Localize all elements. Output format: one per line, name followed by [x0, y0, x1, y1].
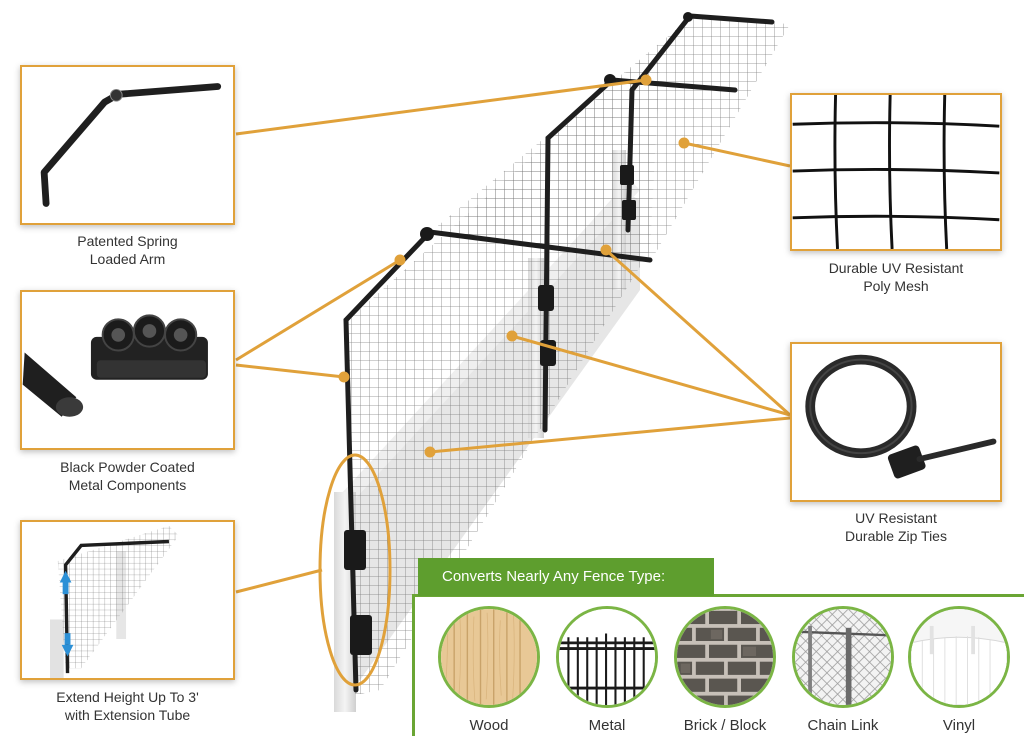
callout-poly-mesh-image: [790, 93, 1002, 251]
fence-types-title: Converts Nearly Any Fence Type:: [418, 558, 714, 596]
caption-line: with Extension Tube: [64, 707, 191, 723]
caption-line: Metal Components: [68, 477, 187, 493]
chain-link-fence-icon: [792, 606, 894, 708]
caption-line: Patented Spring: [77, 233, 178, 249]
fence-type-label: Chain Link: [807, 717, 879, 734]
callout-zip-ties-image: [790, 342, 1002, 502]
fence-type-label: Vinyl: [942, 717, 976, 734]
caption-line: UV Resistant: [855, 510, 937, 526]
fence-type-brick: Brick / Block: [674, 606, 776, 734]
caption-line: Poly Mesh: [863, 278, 929, 294]
brick-wall-icon: [674, 606, 776, 708]
callout-spring-arm-image: [20, 65, 235, 225]
fence-type-wood: Wood: [438, 606, 540, 734]
callout-powder-coated-image: [20, 290, 235, 450]
caption-line: Black Powder Coated: [60, 459, 195, 475]
fence-type-vinyl: Vinyl: [908, 606, 1010, 734]
caption-line: Loaded Arm: [89, 251, 166, 267]
fence-type-metal: Metal: [556, 606, 658, 734]
fence-type-label: Metal: [588, 717, 626, 734]
spring-arms: [343, 13, 775, 693]
metal-fence-icon: [556, 606, 658, 708]
callout-extension-image: [20, 520, 235, 680]
fence-type-label: Wood: [469, 717, 509, 734]
caption-powder-coated: Black Powder Coated Metal Components: [20, 458, 235, 494]
vinyl-fence-icon: [908, 606, 1010, 708]
mesh-net-top: [430, 18, 790, 262]
callout-leaders: [235, 74, 792, 687]
caption-line: Durable UV Resistant: [828, 260, 964, 276]
caption-line: Durable Zip Ties: [845, 528, 947, 544]
wood-fence-icon: [438, 606, 540, 708]
caption-extension: Extend Height Up To 3' with Extension Tu…: [20, 688, 235, 724]
caption-line: Extend Height Up To 3': [56, 689, 199, 705]
caption-spring-arm: Patented Spring Loaded Arm: [20, 232, 235, 268]
fence-type-label: Brick / Block: [683, 717, 767, 734]
caption-poly-mesh: Durable UV Resistant Poly Mesh: [790, 259, 1002, 295]
caption-zip-ties: UV Resistant Durable Zip Ties: [790, 509, 1002, 545]
fence-type-chain-link: Chain Link: [792, 606, 894, 734]
